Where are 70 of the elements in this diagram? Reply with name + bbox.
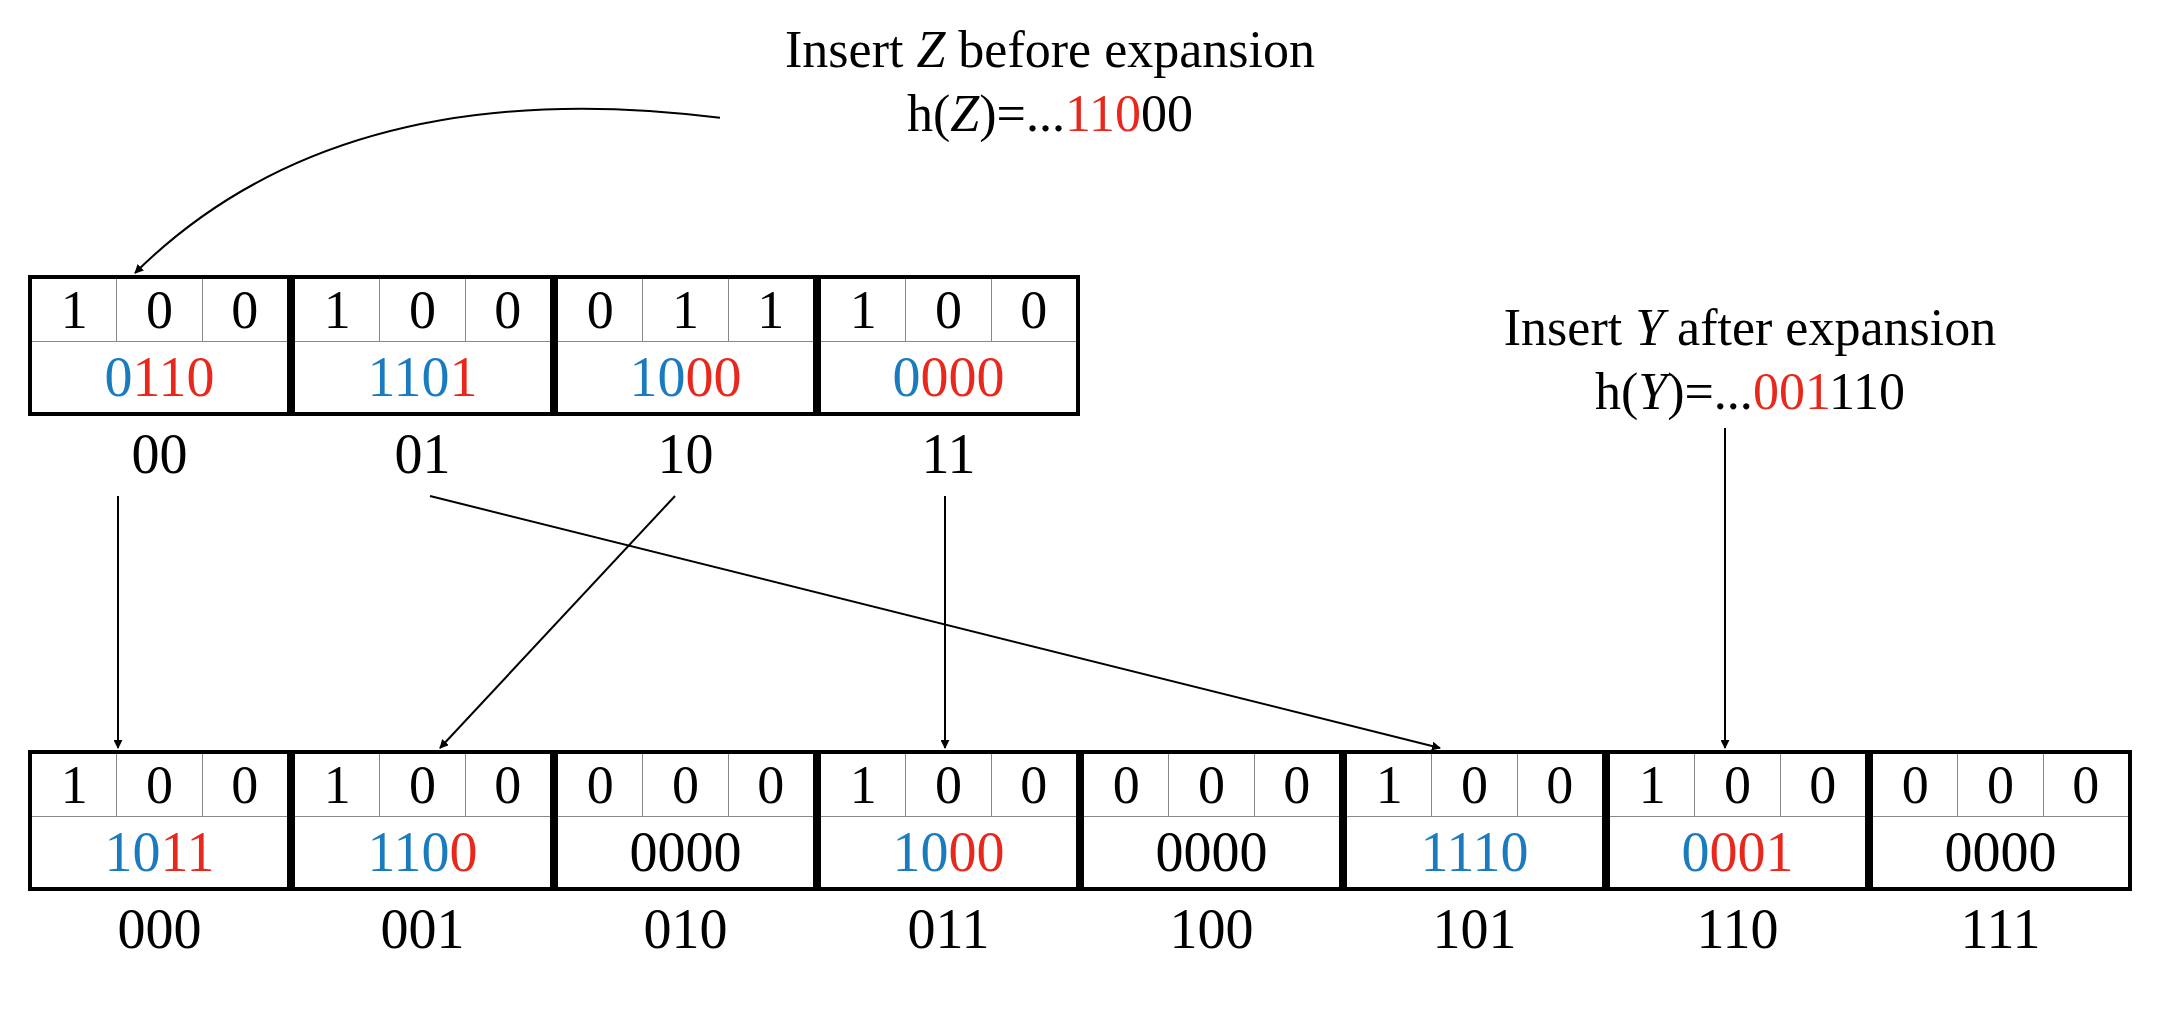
hash-formula: h(Y)=...001110: [1350, 360, 2150, 424]
bucket-index: 000: [116, 897, 203, 962]
bucket-index: 011: [906, 897, 991, 962]
bit-value: 0: [116, 754, 202, 816]
bit-value: 0: [1957, 754, 2043, 816]
bit-value: 0: [585, 754, 615, 816]
hash-value: 0000: [558, 817, 813, 887]
bucket-index: 101: [1431, 897, 1518, 962]
bit-value: 0: [585, 279, 615, 341]
bit-value: 0: [379, 754, 465, 816]
bit-value: 0: [379, 279, 465, 341]
hash-value: 1100: [295, 817, 550, 887]
bit-value: 1: [59, 754, 89, 816]
bit-value: 0: [990, 279, 1076, 341]
bit-value: 0: [201, 754, 287, 816]
bit-value: 0: [1900, 754, 1930, 816]
arrow: [439, 495, 676, 749]
bit-value: 1: [642, 279, 728, 341]
insert-caption: Insert Y after expansion: [1502, 298, 1998, 358]
hash-value: 0000: [1873, 817, 2128, 887]
bit-value: 0: [1431, 754, 1517, 816]
hash-value: 0110: [32, 342, 287, 412]
bit-value: 1: [848, 754, 878, 816]
bucket-index: 110: [1695, 897, 1780, 962]
bucket-index: 010: [642, 897, 729, 962]
arrow: [940, 495, 950, 749]
bucket-index: 100: [1168, 897, 1255, 962]
arrow: [1720, 427, 1730, 749]
bit-value: 1: [727, 279, 813, 341]
bit-value: 0: [464, 279, 550, 341]
hash-value: 0000: [1084, 817, 1339, 887]
hash-value: 0001: [1610, 817, 1865, 887]
bucket-index: 001: [379, 897, 466, 962]
hash-value: 1101: [295, 342, 550, 412]
bucket-index: 10: [656, 422, 715, 487]
bit-value: 1: [1374, 754, 1404, 816]
arrow: [134, 107, 721, 274]
bit-value: 0: [1694, 754, 1780, 816]
bit-value: 0: [201, 279, 287, 341]
hash-formula: h(Z)=...11000: [720, 82, 1380, 146]
hash-value: 0000: [821, 342, 1076, 412]
bit-value: 0: [464, 754, 550, 816]
bit-value: 1: [59, 279, 89, 341]
arrow: [429, 495, 1441, 751]
bit-value: 0: [642, 754, 728, 816]
bit-value: 0: [905, 279, 991, 341]
bit-value: 1: [848, 279, 878, 341]
insert-caption: Insert Z before expansion: [784, 20, 1316, 80]
bit-value: 0: [1253, 754, 1339, 816]
hash-value: 1000: [558, 342, 813, 412]
bucket-index: 11: [920, 422, 977, 487]
hash-value: 1000: [821, 817, 1076, 887]
arrow: [113, 495, 123, 749]
bit-value: 0: [727, 754, 813, 816]
bucket-index: 111: [1959, 897, 2042, 962]
bit-value: 0: [1111, 754, 1141, 816]
hash-value: 1110: [1347, 817, 1602, 887]
bit-value: 0: [1168, 754, 1254, 816]
bit-value: 1: [322, 754, 352, 816]
bucket-index: 00: [130, 422, 189, 487]
bit-value: 0: [2042, 754, 2128, 816]
bit-value: 0: [905, 754, 991, 816]
bit-value: 0: [1779, 754, 1865, 816]
bit-value: 0: [1516, 754, 1602, 816]
bit-value: 1: [1637, 754, 1667, 816]
bit-value: 1: [322, 279, 352, 341]
bit-value: 0: [990, 754, 1076, 816]
bucket-index: 01: [393, 422, 452, 487]
hash-value: 1011: [32, 817, 287, 887]
bit-value: 0: [116, 279, 202, 341]
